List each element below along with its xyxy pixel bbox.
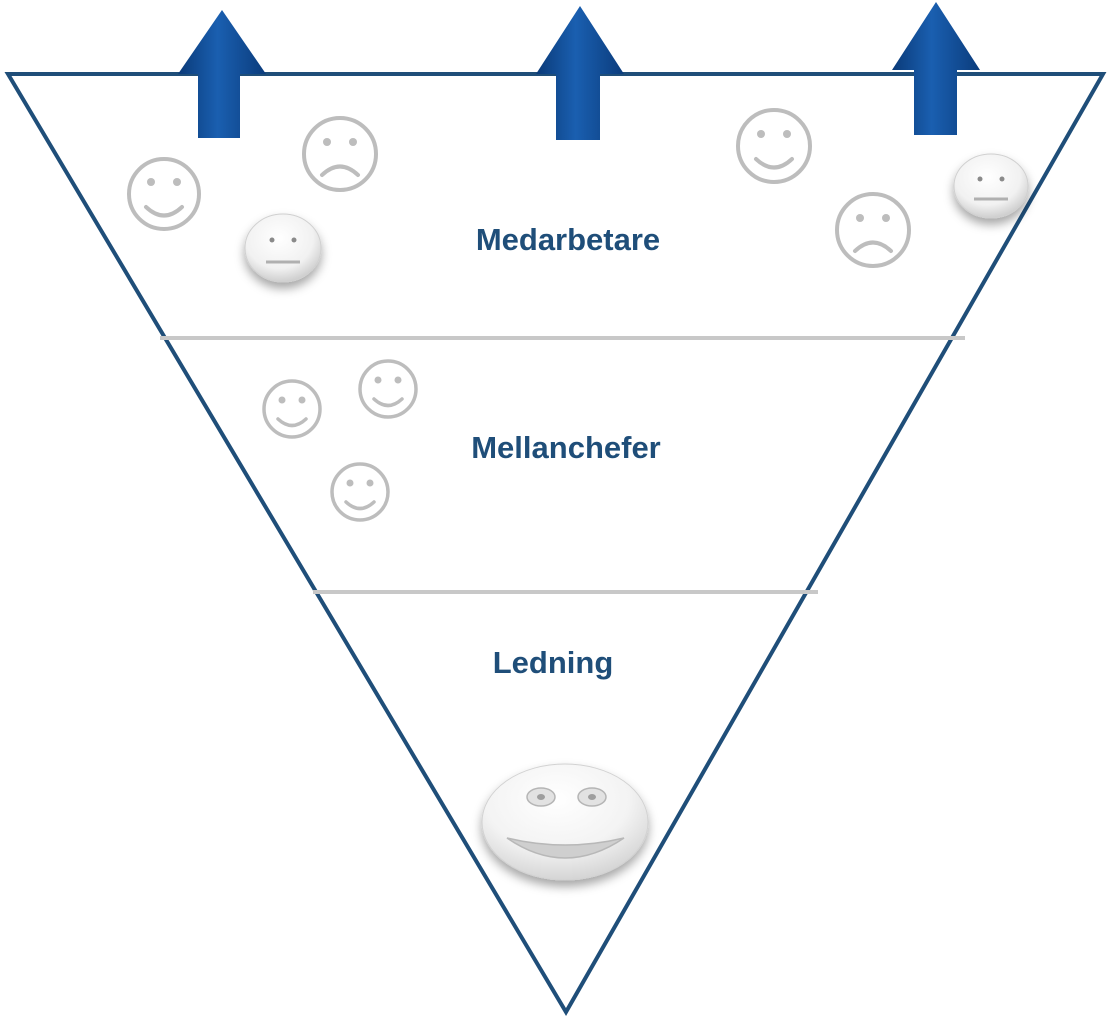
smiley-icon bbox=[358, 359, 418, 419]
smiley-icon bbox=[330, 462, 390, 522]
smiley-icon bbox=[262, 379, 322, 439]
neutral-face-icon bbox=[953, 153, 1029, 219]
tier-label-mellanchefer: Mellanchefer bbox=[471, 430, 661, 465]
up-arrow-icon bbox=[536, 6, 624, 140]
big-smiley-icon bbox=[481, 763, 649, 881]
neutral-face-icon bbox=[244, 213, 322, 283]
smiley-icon bbox=[736, 108, 812, 184]
tier-label-ledning: Ledning bbox=[493, 645, 614, 680]
sad-face-icon bbox=[835, 192, 911, 268]
up-arrow-icon bbox=[178, 10, 266, 138]
smiley-icon bbox=[127, 157, 201, 231]
up-arrow-icon bbox=[892, 2, 980, 135]
sad-face-icon bbox=[302, 116, 378, 192]
tier-label-medarbetare: Medarbetare bbox=[476, 222, 660, 257]
